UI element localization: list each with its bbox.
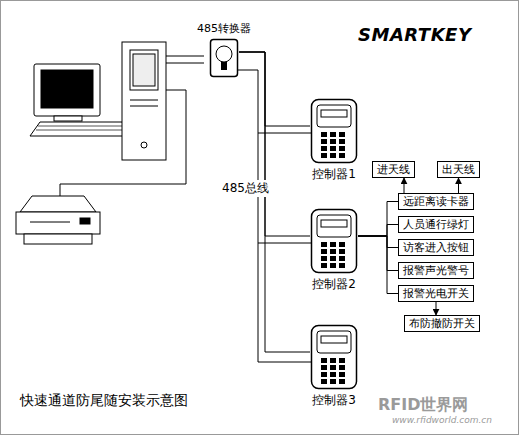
caption: 快速通道防尾随安装示意图 [20,392,188,410]
bus-rail [258,133,314,134]
controller-device [310,98,358,164]
controller-device [310,208,358,274]
printer-cable [60,90,186,196]
controller: 控制器3 [310,324,358,407]
device-box: 进天线 [372,161,415,178]
converter-device [209,38,239,78]
connector [404,178,405,193]
bus-rail [258,243,314,244]
watermark: www.rfidworld.com.cn [392,415,492,425]
device-box: 人员通行绿灯 [398,216,474,233]
computer [30,42,166,160]
device-box: 报警声光警号 [398,262,474,279]
node-label: 人员通行绿灯 [403,218,469,231]
connector [239,52,310,352]
node-label: 远距离读卡器 [403,195,469,208]
device-box: 报警光电开关 [398,285,474,302]
node-label: 进天线 [377,163,410,176]
node-label: 控制器1 [311,167,357,181]
cable [166,56,204,57]
node-label: 访客进入按钮 [403,241,469,254]
connector [239,52,310,126]
device-box: 远距离读卡器 [398,193,474,210]
node-label: 控制器3 [311,393,357,407]
cable [166,63,204,64]
node-label: 出天线 [442,163,475,176]
connector [358,236,398,271]
node-label: 报警声光警号 [403,264,469,277]
node-label: 控制器2 [311,277,357,291]
controller-device [310,324,358,390]
connector [358,225,398,237]
controller: 控制器1 [310,98,358,181]
bus-rail [232,70,314,362]
node-label: 报警光电开关 [403,287,469,300]
device-box: 访客进入按钮 [398,239,474,256]
device-box: 布防撤防开关 [404,315,480,332]
bus-label: 485总线 [222,180,269,197]
device-box: 出天线 [437,161,480,178]
brand: SMARTKEY [358,24,471,45]
node-label: 布防撤防开关 [409,317,475,330]
connector [239,52,310,236]
connector [358,236,398,248]
printer [16,196,100,244]
watermark: RFID世界网 [378,395,468,416]
node-label: 485转换器 [196,22,252,36]
connector [436,302,437,315]
connector [458,178,459,193]
controller: 控制器2 [310,208,358,291]
connector [358,236,398,294]
converter: 485转换器 [196,22,252,78]
connector [358,202,398,237]
